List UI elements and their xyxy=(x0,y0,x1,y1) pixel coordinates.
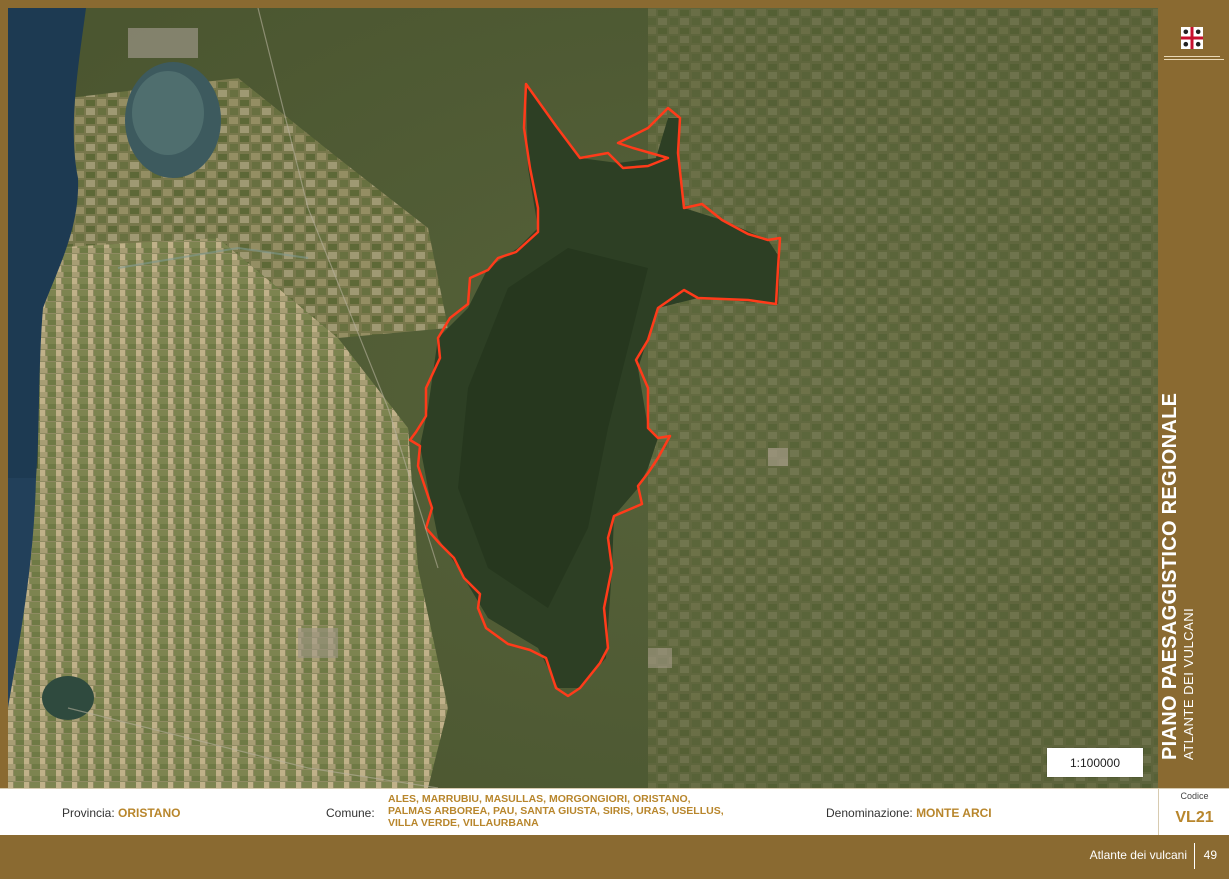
info-bar: Provincia: ORISTANO Comune: ALES, MARRUB… xyxy=(0,788,1229,836)
comune-line: PALMAS ARBOREA, PAU, SANTA GIUSTA, SIRIS… xyxy=(388,805,724,817)
map-canvas xyxy=(8,8,1158,788)
sea xyxy=(8,8,86,478)
comune-list: ALES, MARRUBIU, MASULLAS, MORGONGIORI, O… xyxy=(388,793,768,829)
provincia-value: ORISTANO xyxy=(118,806,181,820)
map-frame: 1:100000 xyxy=(0,0,1158,788)
codice-label: Codice xyxy=(1180,791,1209,801)
sardinia-four-moors-emblem-icon xyxy=(1181,27,1203,49)
comune-label: Comune: xyxy=(326,806,375,820)
scale-label: 1:100000 xyxy=(1047,748,1143,777)
comune-line: VILLA VERDE, VILLAURBANA xyxy=(388,817,539,829)
vertical-title: PIANO PAESAGGISTICO REGIONALE ATLANTE DE… xyxy=(1159,340,1196,760)
footer: Atlante dei vulcani 49 xyxy=(0,835,1229,879)
monte-arci-boundary[interactable] xyxy=(408,82,782,698)
plan-title: PIANO PAESAGGISTICO REGIONALE xyxy=(1159,392,1181,760)
denominazione-field: Denominazione: MONTE ARCI xyxy=(826,806,992,820)
code-box: Codice VL21 xyxy=(1158,789,1229,835)
comune-line: ALES, MARRUBIU, MASULLAS, MORGONGIORI, O… xyxy=(388,793,691,805)
provincia-label: Provincia: xyxy=(62,806,115,820)
footer-text: Atlante dei vulcani xyxy=(1089,848,1187,862)
emblem-caption xyxy=(1164,54,1224,62)
denominazione-value: MONTE ARCI xyxy=(916,806,992,820)
footer-separator xyxy=(1194,843,1195,869)
atlas-subtitle: ATLANTE DEI VULCANI xyxy=(1181,607,1196,760)
provincia-field: Provincia: ORISTANO xyxy=(62,806,180,820)
satellite-map[interactable] xyxy=(8,8,1158,788)
denominazione-label: Denominazione: xyxy=(826,806,913,820)
page-number: 49 xyxy=(1203,848,1217,862)
codice-value: VL21 xyxy=(1175,809,1214,826)
sidebar: PIANO PAESAGGISTICO REGIONALE ATLANTE DE… xyxy=(1158,0,1229,788)
